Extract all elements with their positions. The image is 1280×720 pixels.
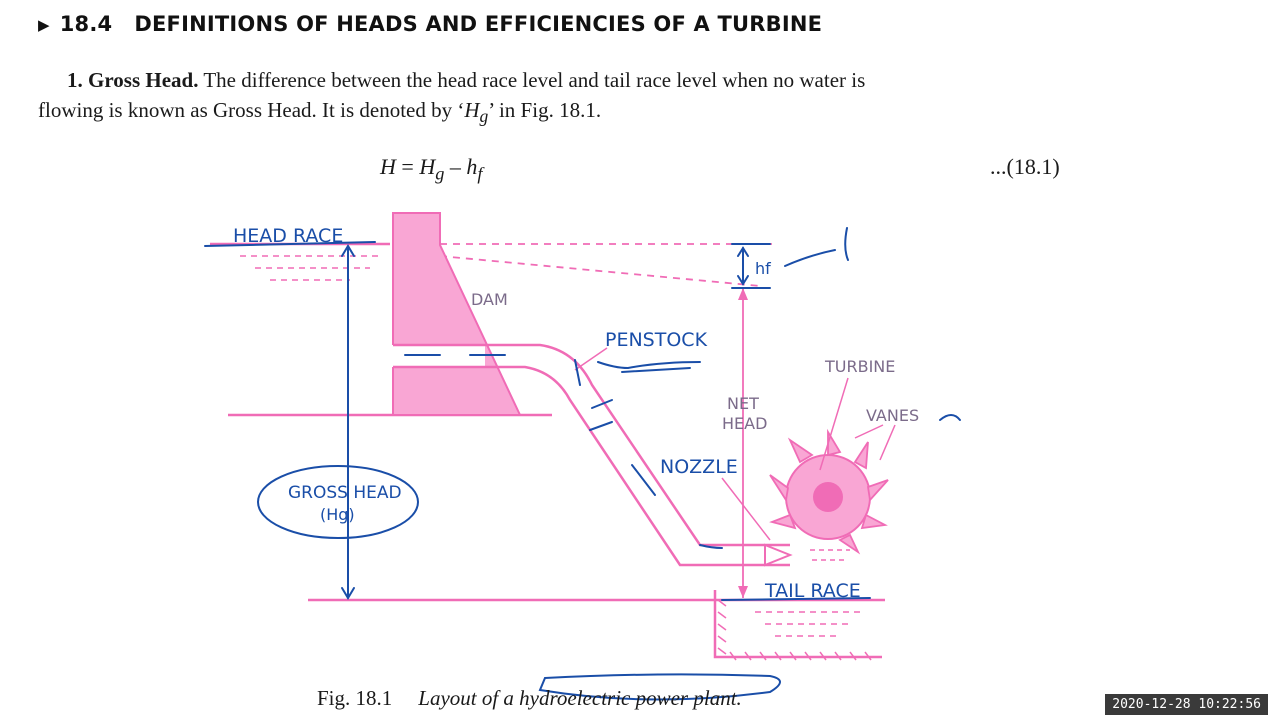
item-term: Gross Head. bbox=[88, 68, 199, 92]
net-head-label-2: HEAD bbox=[722, 414, 767, 433]
nozzle-annotation: NOZZLE bbox=[660, 456, 738, 478]
gross-head-ellipse bbox=[257, 465, 419, 539]
figure-caption-label: Fig. 18.1 bbox=[317, 686, 393, 710]
turbine-hub bbox=[813, 482, 843, 512]
section-heading: ▶ 18.4 DEFINITIONS OF HEADS AND EFFICIENCI… bbox=[38, 12, 822, 36]
penstock-top bbox=[393, 343, 790, 547]
paragraph-line-1-text: The difference between the head race lev… bbox=[198, 68, 866, 92]
penstock-annotation: PENSTOCK bbox=[605, 329, 708, 351]
vanes-label: VANES bbox=[866, 406, 919, 425]
equation: H = Hg – hf bbox=[380, 154, 483, 184]
item-number: 1. bbox=[67, 68, 83, 92]
head-race-underline bbox=[204, 241, 376, 247]
paragraph-line-2: flowing is known as Gross Head. It is de… bbox=[38, 98, 601, 127]
figure-caption-text: Layout of a hydroelectric power plant. bbox=[418, 686, 742, 710]
equation-number: ...(18.1) bbox=[990, 154, 1060, 179]
nozzle-shape bbox=[764, 543, 793, 567]
tail-race-channel bbox=[713, 590, 882, 659]
paragraph-line-2-pre: flowing is known as Gross Head. It is de… bbox=[38, 98, 465, 122]
hf-annotation: hf bbox=[755, 259, 771, 278]
penstock-bottom bbox=[393, 365, 790, 567]
hydraulic-gradient-line bbox=[439, 255, 761, 287]
symbol-hg: Hg bbox=[464, 98, 489, 127]
video-timestamp: 2020-12-28 10:22:56 bbox=[1105, 694, 1268, 715]
gross-head-annotation: GROSS HEAD bbox=[288, 483, 402, 503]
section-title: DEFINITIONS OF HEADS AND EFFICIENCIES OF… bbox=[134, 12, 823, 36]
turbine-wheel bbox=[769, 428, 889, 555]
figure-caption: Fig. 18.1 Layout of a hydroelectric power… bbox=[317, 686, 742, 711]
head-race-annotation: HEAD RACE bbox=[233, 225, 343, 247]
gross-head-symbol-annotation: (Hg) bbox=[320, 505, 355, 524]
turbine-label: TURBINE bbox=[824, 357, 895, 376]
tail-race-annotation: TAIL RACE bbox=[764, 580, 861, 602]
section-marker-icon: ▶ bbox=[38, 16, 50, 34]
dam-label: DAM bbox=[471, 290, 508, 309]
paragraph-line-1: 1. Gross Head. The difference between th… bbox=[67, 68, 865, 93]
section-number: 18.4 bbox=[59, 12, 113, 36]
net-head-label-1: NET bbox=[727, 394, 759, 413]
paragraph-line-2-post: ’ in Fig. 18.1. bbox=[488, 98, 602, 122]
